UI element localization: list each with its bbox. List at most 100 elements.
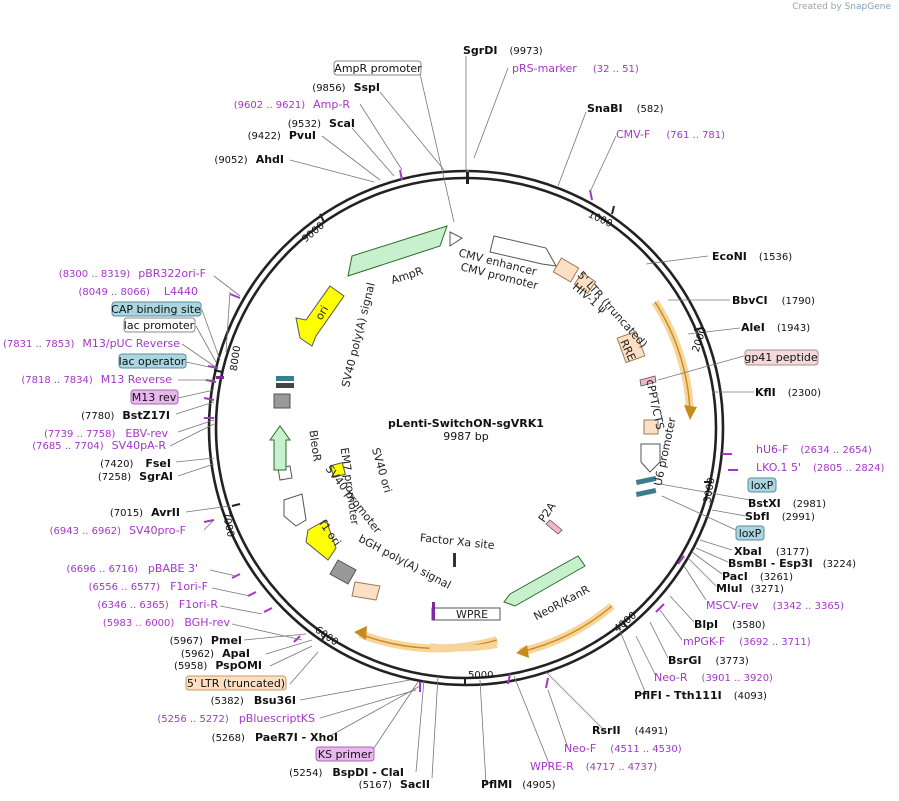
primer-sv40pro-f: (6943 .. 6962)SV40pro-F [50,524,186,537]
boxed-label-cap-binding-site: CAP binding site [111,301,202,317]
boxed-label-5ltr-truncated: 5' LTR (truncated) [185,675,287,691]
neo-arrow [503,555,586,607]
scale-tick-8000: 8000 [229,345,243,372]
feature-p2a: P2A [536,500,559,525]
credit-prefix: Created by [792,2,842,12]
enzyme-fsei: (7420)FseI [100,457,171,470]
scale-tick-7000: 7000 [220,511,236,538]
feature-ori: ori [313,304,331,323]
sv40pa-lac-box [276,376,294,381]
rre-box [616,330,646,364]
enzyme-pvui: (9422)PvuI [248,129,316,142]
enzyme-paer7i-xhoi: (5268)PaeR7I - XhoI [212,731,338,744]
boxed-label-lac-promoter: lac promoter [123,317,196,333]
orange-track-mid [429,642,498,652]
scale-tick-5000: 5000 [468,670,493,681]
primer-ebv-rev: (7739 .. 7758)EBV-rev [44,427,168,440]
primer-m13-puc-reverse: (7831 .. 7853)M13/pUC Reverse [3,337,180,350]
primer-cmv-f: CMV-F(761 .. 781) [616,128,725,141]
bgh-box [351,581,381,601]
sgrdi-mark [466,172,469,184]
boxed-label-loxp-2: loxP [735,525,765,541]
enzyme-bsu36i: (5382)Bsu36I [211,694,296,707]
loxp-1 [635,475,657,486]
enzyme-sbfi: SbfI(2991) [745,510,815,523]
enzyme-blpi: BlpI(3580) [694,618,765,631]
primer-wpre-r: WPRE-R(4717 .. 4737) [530,760,657,773]
snapgene-credit: Created by SnapGene [792,2,891,12]
svg-text:AmpR promoter: AmpR promoter [334,62,422,75]
ampr-promoter-arrow [449,231,463,247]
bgh-gray-box [329,559,357,585]
feature-5ltr-truncated: 5' LTR (truncated) [575,269,650,351]
enzyme-paci: PacI(3261) [722,570,793,583]
bleor-arrow [269,425,291,471]
enzyme-mlui: MluI(3271) [716,582,784,595]
enzyme-sgrdi: SgrDI(9973) [463,44,543,57]
scale-tick-marks [213,205,712,686]
boxed-label-gp41-peptide: gp41 peptide [744,349,819,366]
boxed-label-loxp-1: loxP [747,477,777,493]
cppt-box [643,419,659,435]
primer-prs-marker: pRS-marker(32 .. 51) [512,62,639,75]
svg-text:gp41 peptide: gp41 peptide [744,351,818,364]
scale-tick-3000: 3000 [702,477,717,504]
enzyme-xbai: XbaI(3177) [734,545,809,558]
cmv-arrow [489,235,557,267]
hiv-psi-box [552,257,580,283]
enzyme-bsrgi: BsrGI(3773) [668,654,749,667]
feature-wpre: WPRE [456,608,488,621]
enzyme-pflfi-tth111i: PflFI - Tth111I(4093) [634,689,767,702]
sv40pa-lac-box-2 [276,383,294,388]
enzyme-bstxi: BstXI(2981) [748,497,826,510]
primer-bgh-rev: (5983 .. 6000)BGH-rev [103,616,231,629]
svg-text:lac operator: lac operator [119,355,186,368]
enzyme-alei: AleI(1943) [741,321,810,334]
feature-factor-xa: Factor Xa site [419,531,495,552]
primer-l4440: (8049 .. 8066)L4440 [78,285,198,298]
credit-brand: SnapGene [844,2,891,12]
factor-xa-marker [453,553,456,567]
scale-tick-9000: 9000 [300,220,327,245]
orange-arrow-right [684,405,697,420]
primer-lko1-5: LKO.1 5'(2805 .. 2824) [756,461,884,474]
feature-sv40-ori: SV40 ori [369,446,394,494]
boxed-label-m13-rev: M13 rev [130,389,179,405]
enzyme-econi: EcoNI(1536) [712,250,792,263]
enzyme-scai: (9532)ScaI [288,117,355,130]
enzyme-snabi: SnaBI(582) [587,102,664,115]
primer-f1ori-r: (6346 .. 6365)F1ori-R [97,598,218,611]
primer-mscv-rev: MSCV-rev(3342 .. 3365) [706,599,844,612]
enzyme-sacii: (5167)SacII [359,778,430,791]
enzyme-pmei: (5967)PmeI [170,634,242,647]
ori-arrow [295,285,345,347]
feature-sv40-polya: SV40 poly(A) signal [339,281,378,388]
primer-hu6-f: hU6-F(2634 .. 2654) [756,443,872,456]
ltr-box [573,271,597,295]
orange-track-bottom-line [519,605,613,653]
svg-text:KS primer: KS primer [318,748,373,761]
gp41-marker [639,375,657,387]
primer-f1ori-f: (6556 .. 6577)F1ori-F [89,580,208,593]
enzyme-ahdi: (9052)AhdI [214,153,284,166]
u6-arrow [640,443,661,473]
enzyme-kfli: KflI(2300) [755,386,821,399]
svg-text:loxP: loxP [739,527,762,540]
lac-mark [216,376,224,379]
svg-text:5' LTR (truncated): 5' LTR (truncated) [187,677,285,690]
primer-neo-f: Neo-F(4511 .. 4530) [564,742,682,755]
orange-track-lower-left-line [359,633,498,650]
enzyme-bsmbi-esp3i: BsmBI - Esp3I(3224) [728,557,856,570]
primer-mpgk-f: mPGK-F(3692 .. 3711) [683,635,811,648]
svg-text:loxP: loxP [751,479,774,492]
ampr-arrow [347,225,448,277]
orange-arrow-bottom [516,645,529,658]
enzyme-pflmi: PflMI(4905) [481,778,556,791]
sv40-ori-box [330,462,346,478]
sv40pa-gray-box [273,393,291,409]
sv40-promoter-arrow [283,493,307,527]
svg-text:M13 rev: M13 rev [132,391,177,404]
primer-pbluescriptks: (5256 .. 5272)pBluescriptKS [157,712,315,725]
boxed-label-ks-primer: KS primer [315,746,375,762]
